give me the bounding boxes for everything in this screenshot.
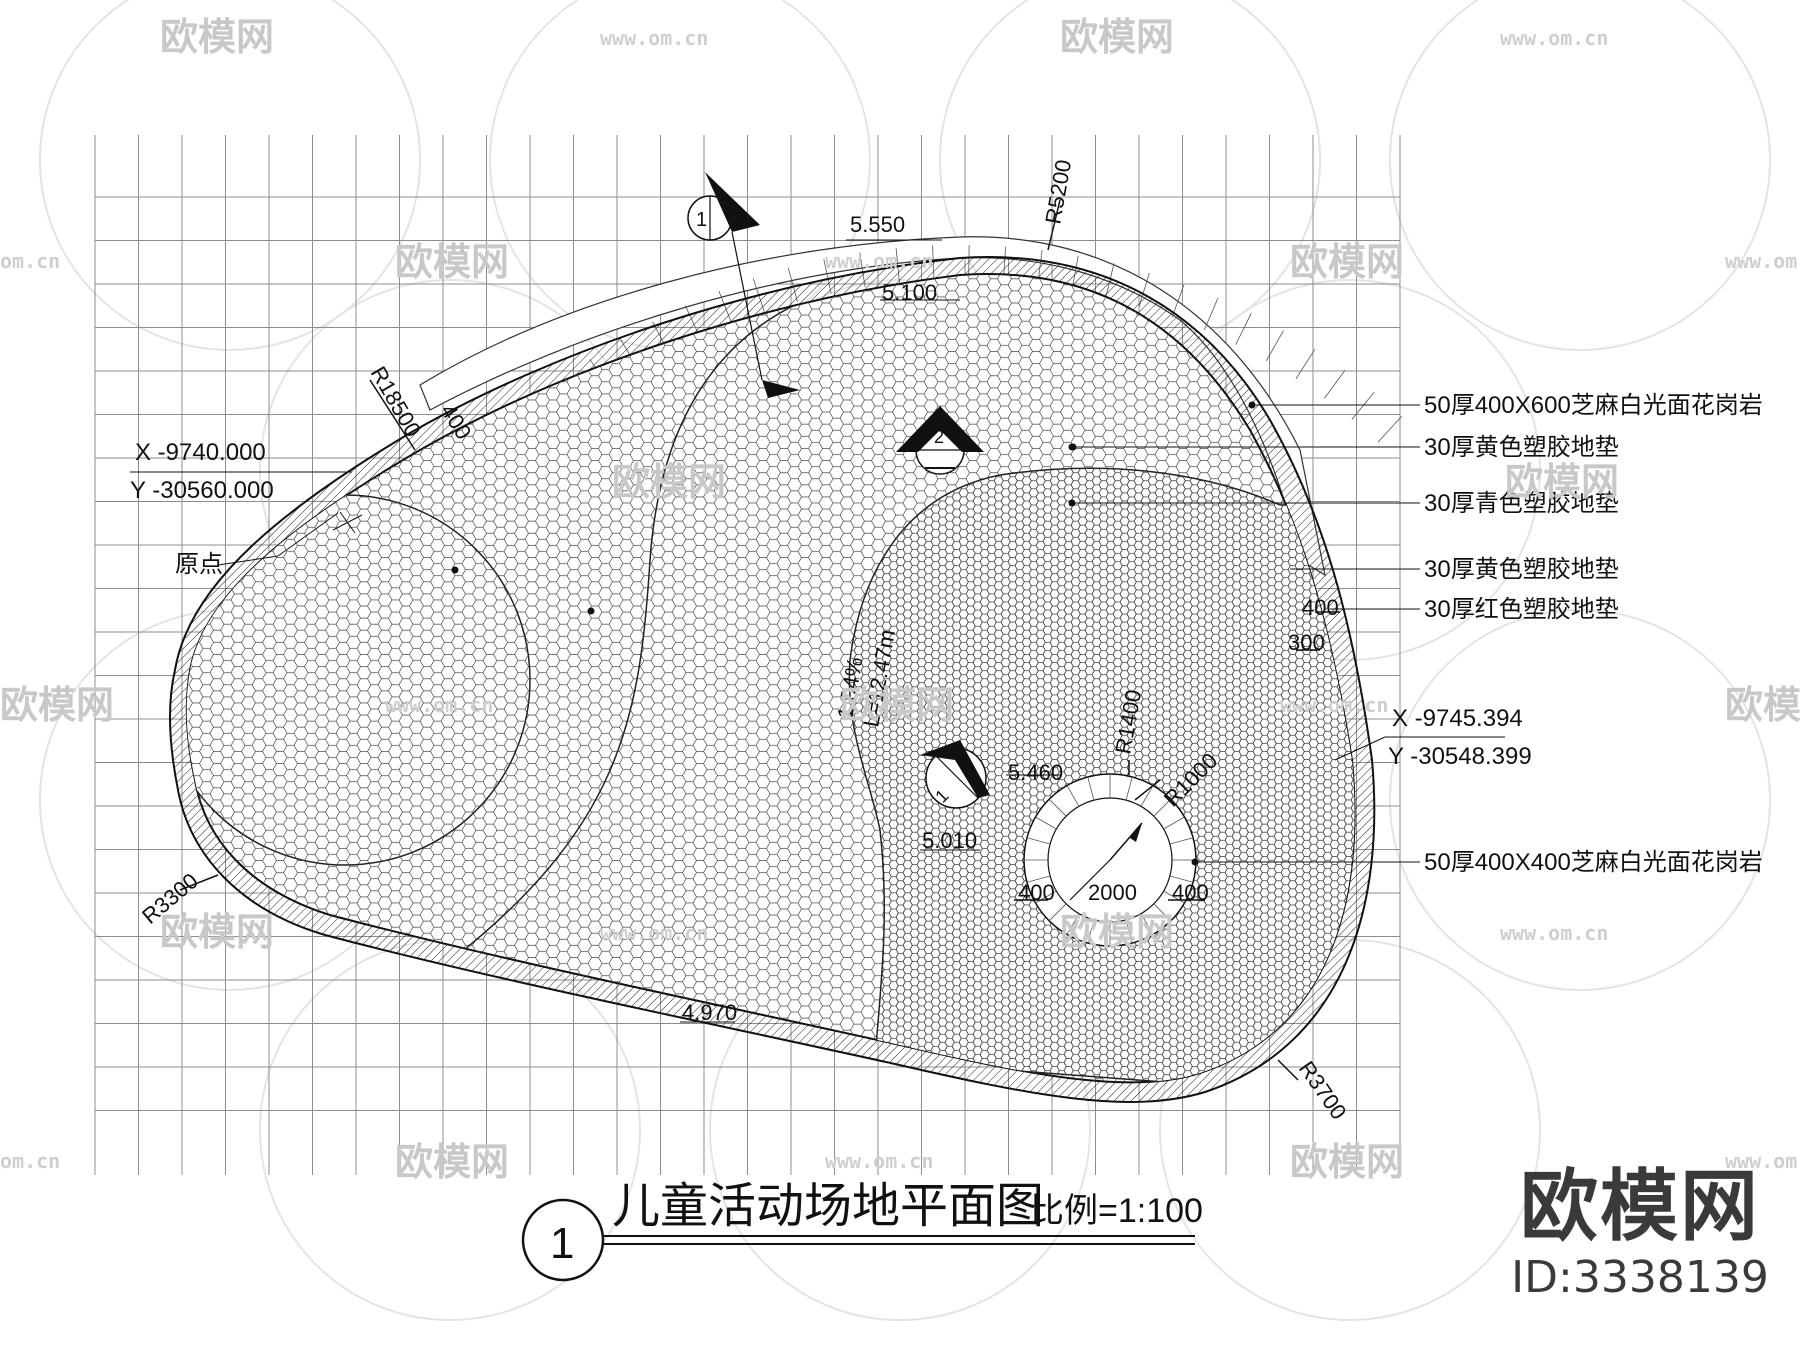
pad-joint: [1026, 875, 1051, 883]
section-symbol-3: 1 4: [920, 740, 990, 809]
watermarks: 欧模网 www.om.cn 欧模网 www.om.cn om.cn 欧模网 ww…: [0, 15, 1800, 1184]
point2-x: X -9745.394: [1392, 705, 1523, 732]
legend-item-4: 30厚黄色塑胶地垫: [1424, 556, 1619, 583]
legend-item-3: 30厚青色塑胶地垫: [1424, 490, 1619, 517]
dim-300-right: 300: [1288, 630, 1325, 655]
watermark-url: www.om.cn: [600, 921, 708, 945]
zone-dots: [451, 443, 1077, 615]
watermark-url: www.om.cn: [825, 249, 933, 273]
point2-leader: [1334, 736, 1505, 761]
brand-block: 欧模网 ID:3338139: [1510, 1168, 1770, 1303]
pad-joint: [1140, 913, 1154, 935]
pad-joint: [1153, 903, 1172, 922]
s-curve-divider: [444, 279, 871, 966]
pad-joint: [1048, 903, 1067, 922]
watermark-url: www.om.cn: [1725, 249, 1800, 273]
section-symbol-1: 1 3: [687, 172, 800, 398]
dim-2000: 2000: [1088, 880, 1137, 905]
origin-y: Y -30560.000: [130, 477, 274, 504]
watermark-url: www.om.cn: [1725, 1149, 1800, 1173]
watermark-brand: 欧模网: [1505, 460, 1619, 504]
watermark-brand: 欧模网: [1290, 1140, 1404, 1184]
watermark-brand: 欧模网: [1290, 240, 1404, 284]
watermark-url: www.om.cn: [385, 693, 493, 717]
radius-r18500: R18500: [366, 362, 426, 441]
watermark-brand: 欧模网: [1060, 910, 1174, 954]
section-symbol-2: 2: [896, 406, 984, 475]
elevation-inner-top: 5.100: [882, 280, 937, 305]
brand-name: 欧模网: [1519, 1162, 1760, 1252]
elevation-bottom: 4.970: [682, 1000, 737, 1025]
legend-item-2: 30厚黄色塑胶地垫: [1424, 434, 1619, 461]
section-1-sheet: 3: [721, 204, 739, 215]
pad-joint: [1035, 816, 1057, 830]
pad-joint: [1066, 913, 1080, 935]
pad-joint: [1125, 919, 1133, 944]
granite-joint: [1351, 392, 1375, 420]
dim-400-inner: 400: [1172, 880, 1209, 905]
pad-joint: [1048, 798, 1067, 817]
granite-joint: [1235, 313, 1252, 345]
granite-joint: [1377, 416, 1402, 443]
dimension-ticks: [179, 199, 1340, 1081]
origin-x: X -9740.000: [135, 439, 266, 466]
watermark-url: www.om.cn: [1500, 921, 1608, 945]
dim-400-right: 400: [1302, 595, 1339, 620]
watermark-brand: 欧模网: [160, 910, 274, 954]
pad-joint: [1169, 875, 1194, 883]
granite-circle-pad: [1023, 773, 1197, 947]
watermark-partial: 欧模网: [0, 683, 114, 727]
legend-item-5: 30厚红色塑胶地垫: [1424, 596, 1619, 623]
elevation-top: 5.550: [850, 212, 905, 237]
pad-joint: [1153, 798, 1172, 817]
watermark-brand: 欧模网: [1060, 15, 1174, 59]
title-scale: 比例=1:100: [1030, 1192, 1203, 1230]
brand-id: ID:3338139: [1511, 1252, 1769, 1303]
legend-item-6: 50厚400X400芝麻白光面花岗岩: [1424, 849, 1763, 876]
pad-joint: [1035, 890, 1057, 904]
pad-joint: [1087, 919, 1095, 944]
legend: 50厚400X600芝麻白光面花岗岩 30厚黄色塑胶地垫 30厚青色塑胶地垫 3…: [1424, 392, 1763, 876]
granite-joint: [1203, 297, 1219, 331]
pad-joint: [1087, 776, 1095, 801]
pad-joint: [1125, 776, 1133, 801]
origin-marker: [130, 471, 363, 566]
watermark-url: www.om.cn: [600, 26, 708, 50]
watermark-url-short: om.cn: [0, 249, 60, 273]
section-1-number: 1: [696, 209, 707, 231]
elevation-mid: 5.460: [1008, 760, 1063, 785]
elevation-low: 5.010: [922, 828, 977, 853]
dim-400-left: 400: [1018, 880, 1055, 905]
granite-joint: [1295, 349, 1316, 380]
pad-joint: [1026, 837, 1051, 845]
watermark-brand: 欧模网: [612, 460, 726, 504]
legend-item-1: 50厚400X600芝麻白光面花岗岩: [1424, 392, 1763, 419]
watermark-brand: 欧模网: [395, 1140, 509, 1184]
point2-y: Y -30548.399: [1388, 743, 1532, 770]
watermark-brand: 欧模网: [395, 240, 509, 284]
watermark-brand: 欧模网: [840, 683, 954, 727]
radius-r5200: R5200: [1040, 158, 1076, 226]
granite-joint: [1265, 330, 1284, 362]
section-2-number: 2: [934, 427, 944, 447]
watermark-url-short: om.cn: [0, 1149, 60, 1173]
pad-joint: [1169, 837, 1194, 845]
watermark-url: www.om.cn: [1500, 26, 1608, 50]
granite-joint: [1324, 369, 1346, 399]
elevation-leaders: [680, 239, 1060, 1023]
watermark-url: www.om.cn: [1280, 693, 1388, 717]
watermark-partial: 欧模网: [1725, 683, 1800, 727]
pad-joint: [1140, 785, 1154, 807]
left-circle-hex: [186, 495, 530, 865]
title-block: 1 儿童活动场地平面图 比例=1:100: [521, 1180, 1203, 1282]
pad-joint: [1066, 785, 1080, 807]
watermark-brand: 欧模网: [160, 15, 274, 59]
origin-label: 原点: [175, 551, 223, 578]
pad-joint: [1163, 816, 1185, 830]
title-number: 1: [550, 1219, 574, 1268]
pad-joint: [1163, 890, 1185, 904]
title-text: 儿童活动场地平面图: [612, 1180, 1044, 1233]
watermark-url: www.om.cn: [825, 1149, 933, 1173]
